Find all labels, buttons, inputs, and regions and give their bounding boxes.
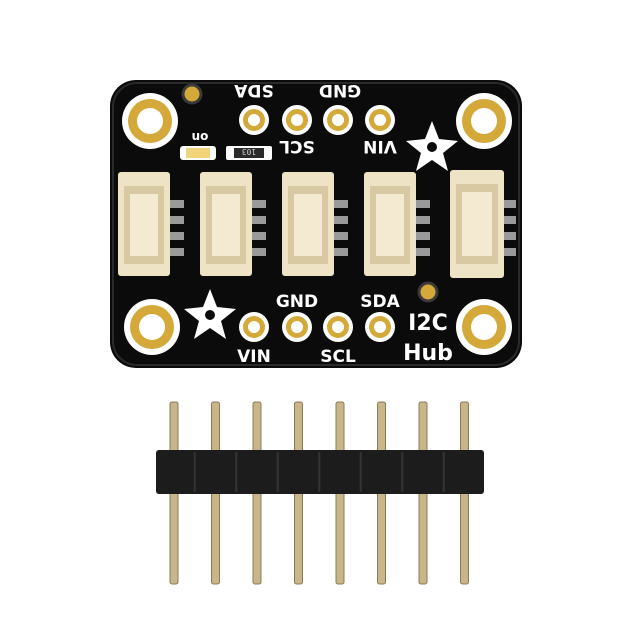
silk-label-scl-bottom: SCL <box>320 347 356 367</box>
silk-label-gnd-bottom: GND <box>276 292 318 312</box>
bottom-header-pads <box>239 312 395 342</box>
silk-label-vin-bottom: VIN <box>237 347 271 367</box>
silk-label-vin-top: VIN <box>363 136 397 156</box>
mounting-hole <box>122 93 178 149</box>
pcb-edge-highlight <box>112 82 520 366</box>
stemma-qt-connectors <box>118 170 516 278</box>
stemma-connector <box>450 170 516 278</box>
stemma-connector <box>282 172 348 276</box>
board-title-hub: Hub <box>403 341 453 366</box>
adafruit-flower-logo <box>184 289 236 339</box>
i2c-hub-board: SDA GND SCL VIN on 103 <box>110 80 522 368</box>
resistor-marking: 103 <box>242 147 257 156</box>
silk-label-sda-bottom: SDA <box>360 292 400 312</box>
silk-label-scl-top: SCL <box>279 136 315 156</box>
pin-header <box>156 401 484 585</box>
adafruit-flower-logo <box>406 121 458 171</box>
mounting-hole <box>456 93 512 149</box>
mounting-hole <box>456 299 512 355</box>
silk-label-sda-top: SDA <box>233 80 273 100</box>
fiducial-pad <box>181 83 203 105</box>
stemma-connector <box>200 172 266 276</box>
top-header-pads <box>239 105 395 135</box>
stemma-connector <box>364 172 430 276</box>
mounting-hole <box>124 299 180 355</box>
board-title-i2c: I2C <box>408 311 448 336</box>
silk-label-on: on <box>192 130 209 144</box>
stemma-connector <box>118 172 184 276</box>
fiducial-pad <box>417 281 439 303</box>
silk-label-gnd-top: GND <box>319 80 361 100</box>
